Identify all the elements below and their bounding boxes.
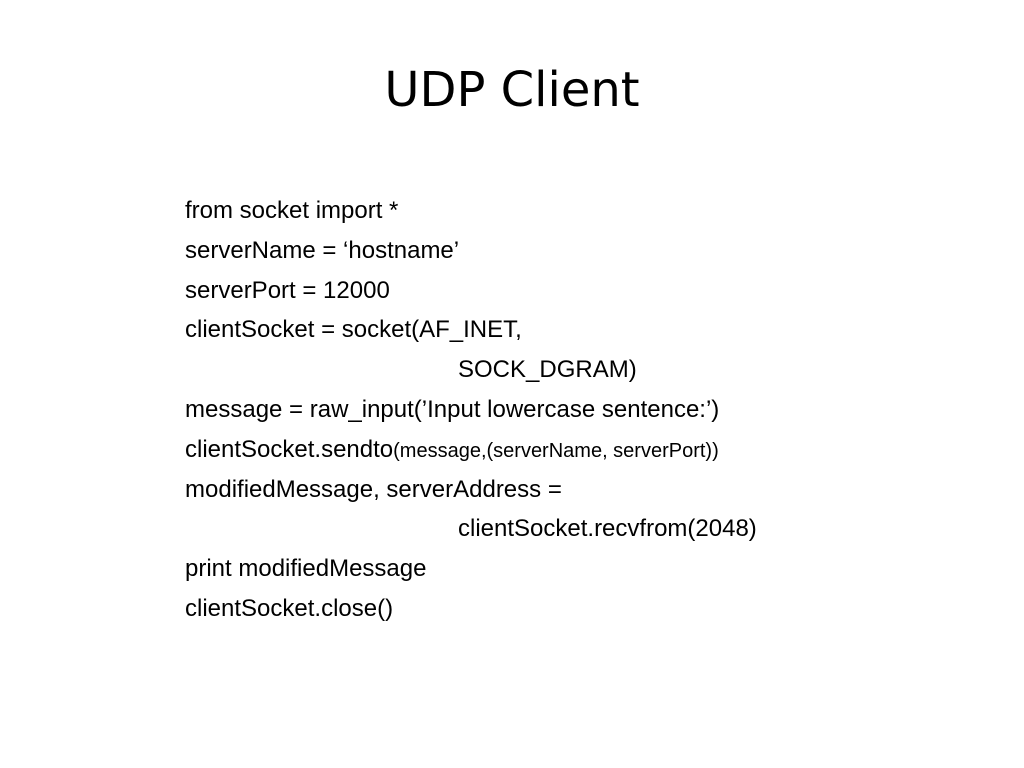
code-line: clientSocket.close(): [185, 594, 394, 622]
code-line: clientSocket = socket(AF_INET,: [185, 316, 522, 344]
code-line-sendto: clientSocket.sendto(message,(serverName,…: [185, 430, 985, 470]
code-line: print modifiedMessage: [185, 555, 427, 583]
code-line: modifiedMessage, serverAddress =: [185, 475, 562, 503]
code-line: serverPort = 12000: [185, 276, 390, 304]
slide-title: UDP Client: [384, 62, 640, 118]
code-line: from socket import *: [185, 197, 399, 224]
code-line: message = raw_input(’Input lowercase sen…: [185, 395, 720, 423]
code-block: from socket import * serverName = ‘hostn…: [185, 191, 985, 629]
code-line: clientSocket.recvfrom(2048): [458, 515, 757, 543]
code-sendto-args: (message,(serverName, serverPort)): [393, 439, 719, 462]
code-line: SOCK_DGRAM): [458, 356, 637, 384]
code-line: serverName = ‘hostname’: [185, 236, 460, 264]
code-sendto-call: clientSocket.sendto: [185, 435, 394, 463]
